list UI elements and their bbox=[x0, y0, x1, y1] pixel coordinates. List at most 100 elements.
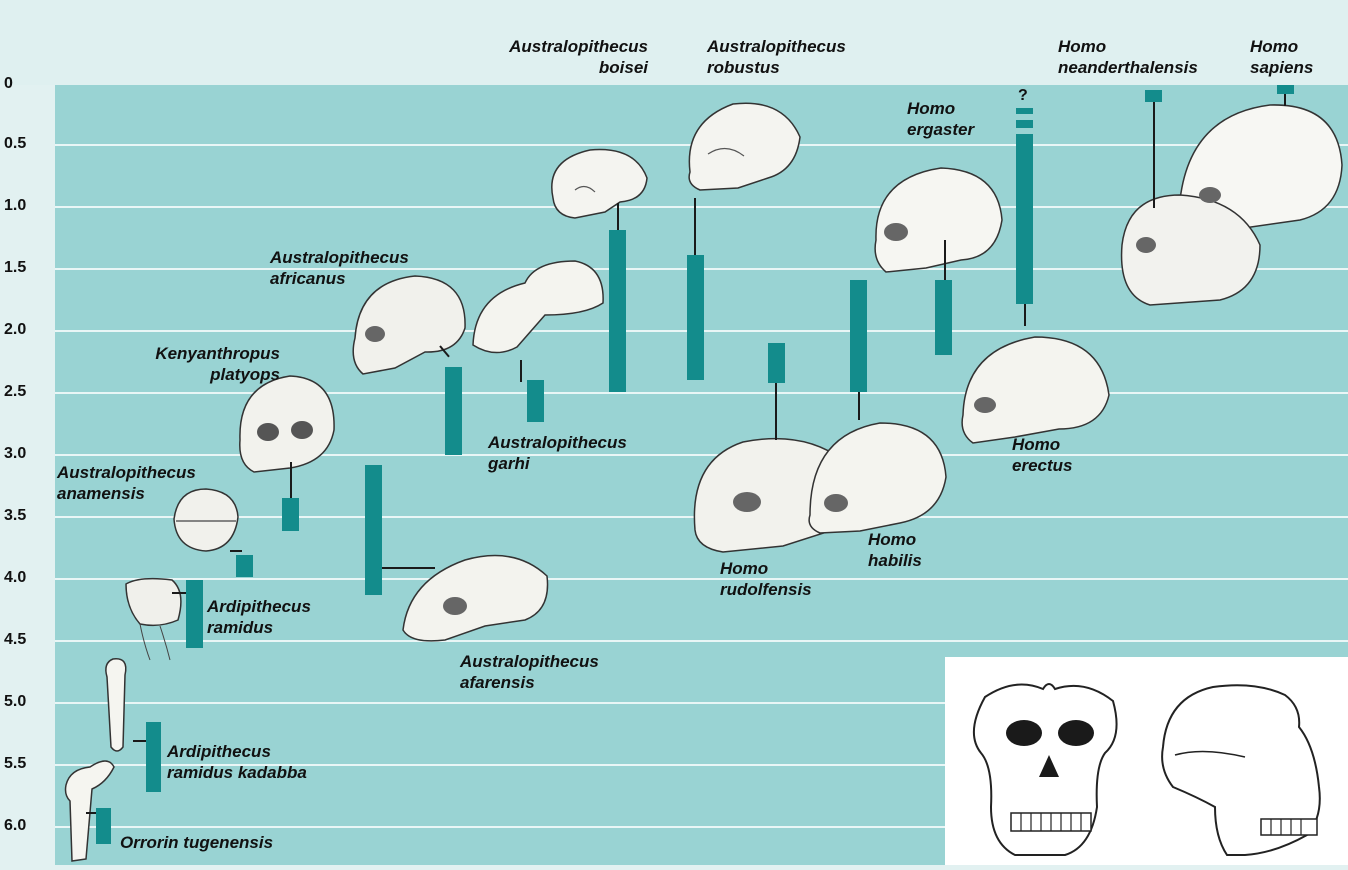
garhi-genus: Australopithecus bbox=[488, 432, 627, 453]
sapiens-label: Homo sapiens bbox=[1250, 36, 1313, 78]
afarensis-range-bar bbox=[365, 465, 382, 595]
sapiens-species: sapiens bbox=[1250, 57, 1313, 78]
ramidus-label: Ardipithecus ramidus bbox=[207, 596, 311, 638]
erectus-genus: Homo bbox=[1012, 434, 1072, 455]
robustus-species: robustus bbox=[707, 57, 846, 78]
robustus-label: Australopithecus robustus bbox=[707, 36, 846, 78]
neanderthalensis-range-bar bbox=[1145, 90, 1162, 102]
garhi-label: Australopithecus garhi bbox=[488, 432, 627, 474]
erectus-uncertain-bar-upper bbox=[1016, 108, 1033, 114]
tick-label: 3.0 bbox=[4, 445, 48, 463]
tick-label: 0.5 bbox=[4, 135, 48, 153]
garhi-range-bar bbox=[527, 380, 544, 422]
robustus-genus: Australopithecus bbox=[707, 36, 846, 57]
tick-label: 0 bbox=[4, 75, 48, 93]
tick-label: 3.5 bbox=[4, 507, 48, 525]
kadabba-species: ramidus kadabba bbox=[167, 762, 307, 783]
africanus-species: africanus bbox=[270, 268, 409, 289]
africanus-label: Australopithecus africanus bbox=[270, 247, 409, 289]
afarensis-label: Australopithecus afarensis bbox=[460, 651, 599, 693]
kadabba-connector bbox=[133, 740, 147, 742]
tick-label: 2.0 bbox=[4, 321, 48, 339]
habilis-species: habilis bbox=[868, 550, 922, 571]
kadabba-bone-illustration bbox=[95, 655, 135, 755]
gridline bbox=[55, 578, 1348, 580]
ramidus-fragment-illustration bbox=[120, 574, 195, 662]
ergaster-range-bar bbox=[935, 280, 952, 355]
robustus-range-bar bbox=[687, 255, 704, 380]
anamensis-range-bar bbox=[236, 555, 253, 577]
africanus-range-bar bbox=[445, 367, 462, 455]
ergaster-species: ergaster bbox=[907, 119, 974, 140]
erectus-species: erectus bbox=[1012, 455, 1072, 476]
orrorin-label: Orrorin tugenensis bbox=[120, 832, 273, 853]
kadabba-label: Ardipithecus ramidus kadabba bbox=[167, 741, 307, 783]
kadabba-genus: Ardipithecus bbox=[167, 741, 307, 762]
lateral-skull-drawing bbox=[1162, 685, 1320, 855]
ramidus-range-bar bbox=[186, 580, 203, 648]
tick-label: 4.5 bbox=[4, 631, 48, 649]
habilis-skull-illustration bbox=[800, 415, 950, 545]
ergaster-connector bbox=[944, 240, 946, 282]
orrorin-range-bar bbox=[96, 808, 111, 844]
erectus-uncertain-bar-middle bbox=[1016, 120, 1033, 128]
tick-label: 4.0 bbox=[4, 569, 48, 587]
erectus-uncertain-mark: ? bbox=[1018, 87, 1028, 105]
rudolfensis-genus: Homo bbox=[720, 558, 812, 579]
erectus-skull-illustration bbox=[955, 325, 1115, 450]
rudolfensis-range-bar bbox=[768, 343, 785, 383]
frontal-skull-drawing bbox=[974, 684, 1117, 855]
sapiens-connector bbox=[1284, 92, 1286, 106]
orrorin-femur-illustration bbox=[60, 755, 120, 865]
rudolfensis-connector bbox=[775, 382, 777, 440]
boisei-range-bar bbox=[609, 230, 626, 392]
neanderthalensis-genus: Homo bbox=[1058, 36, 1198, 57]
erectus-range-bar bbox=[1016, 134, 1033, 304]
neanderthalensis-connector bbox=[1153, 100, 1155, 208]
tick-label: 2.5 bbox=[4, 383, 48, 401]
sapiens-range-bar bbox=[1277, 85, 1294, 94]
boisei-skull-illustration bbox=[535, 140, 655, 225]
erectus-connector bbox=[1024, 302, 1026, 326]
platyops-label: Kenyanthropus platyops bbox=[150, 343, 280, 385]
skull-drawing-inset bbox=[945, 657, 1348, 865]
sapiens-genus: Homo bbox=[1250, 36, 1313, 57]
boisei-species: boisei bbox=[440, 57, 648, 78]
boisei-genus: Australopithecus bbox=[440, 36, 648, 57]
habilis-range-bar bbox=[850, 280, 867, 392]
ergaster-genus: Homo bbox=[907, 98, 974, 119]
afarensis-genus: Australopithecus bbox=[460, 651, 599, 672]
sapiens-neanderthalensis-skulls-illustration bbox=[1110, 95, 1348, 310]
erectus-label: Homo erectus bbox=[1012, 434, 1072, 476]
habilis-label: Homo habilis bbox=[868, 529, 922, 571]
robustus-connector bbox=[694, 198, 696, 256]
tick-label: 5.5 bbox=[4, 755, 48, 773]
kadabba-range-bar bbox=[146, 722, 161, 792]
rudolfensis-label: Homo rudolfensis bbox=[720, 558, 812, 600]
anamensis-connector bbox=[230, 550, 242, 552]
garhi-species: garhi bbox=[488, 453, 627, 474]
africanus-genus: Australopithecus bbox=[270, 247, 409, 268]
anamensis-genus: Australopithecus bbox=[57, 462, 196, 483]
ramidus-genus: Ardipithecus bbox=[207, 596, 311, 617]
habilis-genus: Homo bbox=[868, 529, 922, 550]
platyops-range-bar bbox=[282, 498, 299, 531]
orrorin-connector bbox=[86, 812, 96, 814]
garhi-skull-illustration bbox=[465, 255, 610, 360]
afarensis-connector bbox=[380, 567, 435, 569]
tick-label: 1.0 bbox=[4, 197, 48, 215]
tick-label: 6.0 bbox=[4, 817, 48, 835]
platyops-genus: Kenyanthropus bbox=[150, 343, 280, 364]
anamensis-label: Australopithecus anamensis bbox=[57, 462, 196, 504]
robustus-skull-illustration bbox=[678, 92, 808, 197]
boisei-connector bbox=[617, 203, 619, 233]
ramidus-species: ramidus bbox=[207, 617, 311, 638]
platyops-species: platyops bbox=[150, 364, 280, 385]
platyops-connector bbox=[290, 462, 292, 500]
tick-label: 1.5 bbox=[4, 259, 48, 277]
orrorin-species: tugenensis bbox=[183, 833, 273, 852]
gridline bbox=[55, 640, 1348, 642]
neanderthalensis-label: Homo neanderthalensis bbox=[1058, 36, 1198, 78]
boisei-label: Australopithecus boisei bbox=[440, 36, 648, 78]
